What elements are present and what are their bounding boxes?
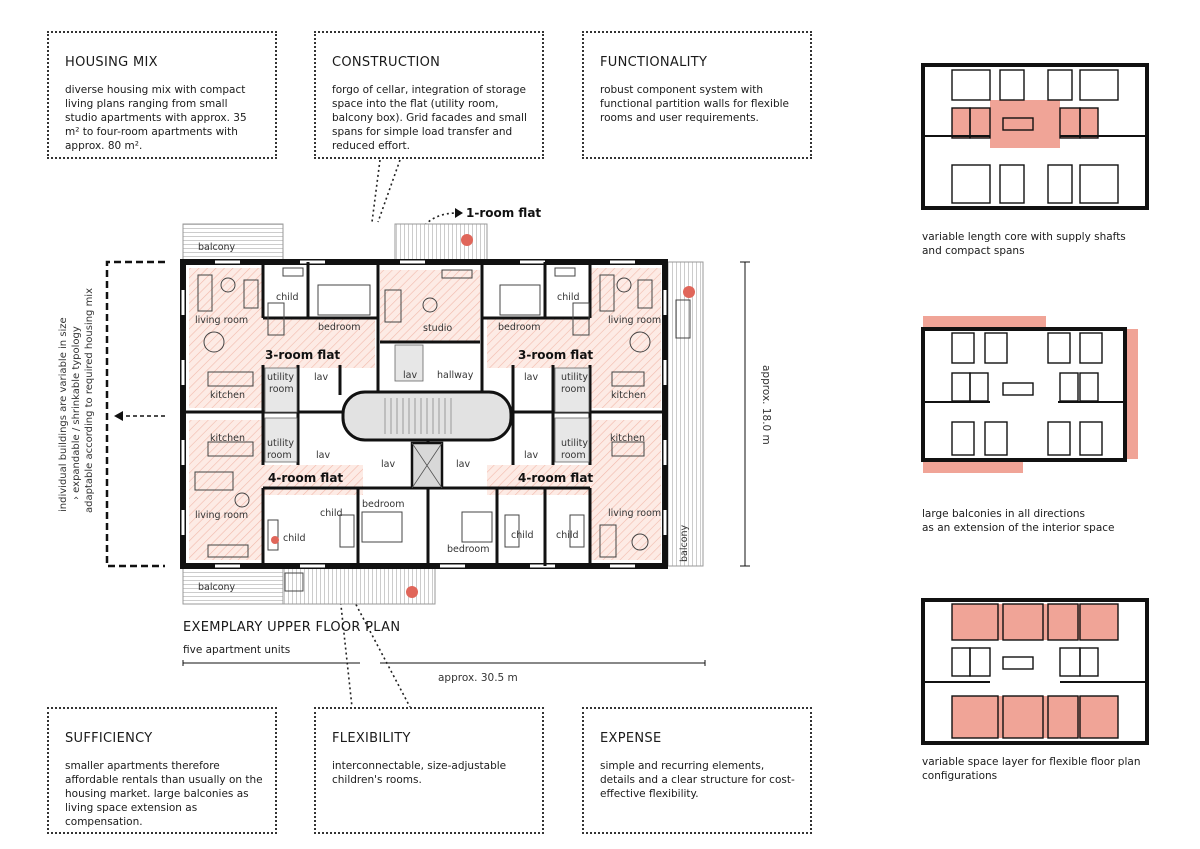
width-dimension-label: approx. 30.5 m: [438, 672, 518, 684]
label-utility-3b: room: [267, 450, 292, 461]
housing-mix-text: diverse housing mix with compact living …: [65, 84, 247, 152]
label-kitchen-3: kitchen: [210, 433, 245, 444]
label-one-room-flat: 1-room flat: [466, 206, 541, 220]
label-lav-3: lav: [316, 450, 330, 461]
label-living-room-3: living room: [195, 510, 248, 521]
label-bedroom-1: bedroom: [318, 322, 360, 333]
label-utility-4b: room: [561, 450, 586, 461]
caption-balconies-line2: as an extension of the interior space: [922, 522, 1115, 534]
label-utility-2a: utility: [561, 372, 588, 383]
label-lav-studio: lav: [403, 370, 417, 381]
caption-space-layer-line2: configurations: [922, 770, 998, 782]
label-child-1: child: [276, 292, 299, 303]
construction-title: CONSTRUCTION: [332, 55, 441, 70]
label-balcony-bottom: balcony: [198, 582, 236, 593]
side-note-line3: adaptable according to required housing …: [84, 288, 95, 513]
sufficiency-box: SUFFICIENCY smaller apartments therefore…: [47, 707, 277, 834]
stair-steps: [384, 398, 452, 434]
label-bedroom-4: bedroom: [447, 544, 489, 555]
depth-dimension-label: approx. 18.0 m: [760, 365, 772, 445]
caption-core-line1: variable length core with supply shafts: [922, 231, 1126, 243]
plan-subtitle: five apartment units: [183, 644, 291, 656]
flexibility-text: interconnectable, size-adjustable childr…: [332, 760, 507, 786]
caption-space-layer-line1: variable space layer for flexible floor …: [922, 756, 1141, 768]
label-balcony-top: balcony: [198, 242, 236, 253]
label-utility-1b: room: [269, 384, 294, 395]
sufficiency-title: SUFFICIENCY: [65, 731, 153, 746]
label-utility-4a: utility: [561, 438, 588, 449]
caption-balconies-line1: large balconies in all directions: [922, 508, 1086, 520]
side-note-line1: individual buildings are variable in siz…: [58, 317, 69, 512]
label-child-2: child: [557, 292, 580, 303]
service-rooms: [264, 344, 590, 463]
label-lav-2: lav: [524, 372, 538, 383]
expandable-bracket: [105, 260, 165, 568]
label-lav-6: lav: [524, 450, 538, 461]
label-child-4: child: [320, 508, 343, 519]
plant-icons: [271, 234, 695, 598]
construction-box: CONSTRUCTION forgo of cellar, integratio…: [314, 31, 544, 159]
label-bedroom-2: bedroom: [498, 322, 540, 333]
label-kitchen-2: kitchen: [611, 390, 646, 401]
caption-core-line2: and compact spans: [922, 245, 1025, 257]
caption-balconies: large balconies in all directions as an …: [922, 507, 1115, 535]
mini-plan-balconies: [921, 316, 1138, 473]
housing-mix-box: HOUSING MIX diverse housing mix with com…: [47, 31, 277, 159]
balcony-bottom-right: [282, 565, 436, 605]
functionality-title: FUNCTIONALITY: [600, 55, 708, 70]
plan-title: EXEMPLARY UPPER FLOOR PLAN: [183, 620, 401, 635]
housing-mix-title: HOUSING MIX: [65, 55, 158, 70]
label-hallway: hallway: [437, 370, 474, 381]
label-utility-2b: room: [561, 384, 586, 395]
label-lav-1: lav: [314, 372, 328, 383]
mini-plan-space-layer: [921, 598, 1149, 745]
flexibility-title: FLEXIBILITY: [332, 731, 411, 746]
dimension-lines: [182, 261, 750, 666]
expand-arrowhead: [114, 411, 123, 421]
functionality-text: robust component system with functional …: [600, 84, 789, 124]
balcony-right: [664, 261, 704, 567]
label-balcony-right: balcony: [679, 524, 690, 562]
balcony-bottom: [182, 565, 284, 605]
caption-core: variable length core with supply shafts …: [922, 230, 1126, 258]
label-living-room-2: living room: [608, 315, 661, 326]
label-bedroom-3: bedroom: [362, 499, 404, 510]
furniture: [194, 267, 691, 592]
label-lav-4: lav: [381, 459, 395, 470]
label-kitchen-1: kitchen: [210, 390, 245, 401]
label-studio: studio: [423, 323, 452, 334]
side-note-line2: › expandable / shrinkable typology: [71, 326, 82, 500]
flexibility-box: FLEXIBILITY interconnectable, size-adjus…: [314, 707, 544, 834]
label-child-6: child: [556, 530, 579, 541]
label-living-room-1: living room: [195, 315, 248, 326]
label-child-5: child: [511, 530, 534, 541]
label-child-3: child: [283, 533, 306, 544]
construction-text: forgo of cellar, integration of storage …: [332, 84, 527, 152]
label-3-room-flat-left: 3-room flat: [265, 348, 340, 362]
mini-plan-core: [921, 63, 1149, 210]
label-utility-3a: utility: [267, 438, 294, 449]
balcony-top-right: [394, 223, 488, 263]
one-room-flat-arrowhead: [455, 208, 463, 218]
label-living-room-4: living room: [608, 508, 661, 519]
label-kitchen-4: kitchen: [610, 433, 645, 444]
label-4-room-flat-left: 4-room flat: [268, 471, 343, 485]
expense-text: simple and recurring elements, details a…: [600, 760, 795, 800]
label-4-room-flat-right: 4-room flat: [518, 471, 593, 485]
sufficiency-text: smaller apartments therefore affordable …: [65, 760, 263, 828]
label-utility-1a: utility: [267, 372, 294, 383]
functionality-box: FUNCTIONALITY robust component system wi…: [582, 31, 812, 159]
room-labels: balcony balcony balcony living room kitc…: [195, 206, 690, 593]
expense-title: EXPENSE: [600, 731, 662, 746]
balcony-top: [182, 223, 284, 263]
expense-box: EXPENSE simple and recurring elements, d…: [582, 707, 812, 834]
caption-space-layer: variable space layer for flexible floor …: [922, 755, 1140, 783]
label-lav-5: lav: [456, 459, 470, 470]
label-3-room-flat-right: 3-room flat: [518, 348, 593, 362]
